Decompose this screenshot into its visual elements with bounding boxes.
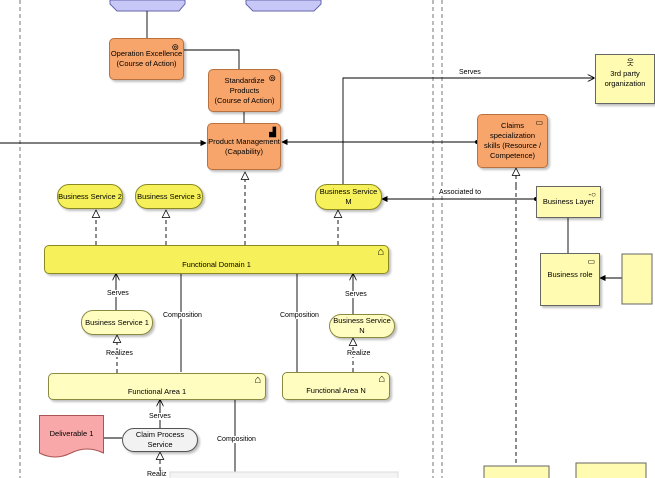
right-edge-box [621,253,653,305]
interface-icon: -○ [588,190,597,199]
edge-label-composition-mid: Composition [279,312,320,319]
node-label: Business role [547,269,593,279]
actor-icon: 웃 [626,58,634,67]
edge-label-realiz: Realiz [146,471,168,478]
lavender-node-left [109,0,186,12]
business-layer-node[interactable]: Business Layer -○ [536,186,601,218]
edge-label-serves-cps: Serves [148,413,172,420]
node-label: Standardize Products (Course of Action) [214,75,275,105]
operation-excellence-node[interactable]: Operation Excellence (Course of Action) … [109,38,184,80]
functional-domain-1-node[interactable]: Functional Domain 1 ⌂ [44,245,389,274]
business-service-3-node[interactable]: Business Service 3 [135,184,203,209]
business-service-n-node[interactable]: Business Service N [329,314,395,338]
node-label: Business Service 3 [137,191,201,201]
edge-label-associated-to: Associated to [438,189,483,196]
third-party-node[interactable]: 3rd party organization 웃 [595,54,655,104]
node-label: Functional Domain 1 [182,259,251,269]
node-label: Product Management (Capability) [208,136,280,156]
bottom-box-left [483,465,550,478]
course-of-action-icon: ⊚ [268,73,276,83]
claim-process-service-node[interactable]: Claim Process Service [122,428,198,452]
node-label: Business Layer [542,197,595,206]
business-role-node[interactable]: Business role ▭ [540,253,600,306]
bottom-box-right [575,462,647,478]
deliverable-1-node[interactable]: Deliverable 1 [39,415,104,459]
business-service-1-node[interactable]: Business Service 1 [81,310,153,335]
standardize-products-node[interactable]: Standardize Products (Course of Action) … [208,69,281,112]
product-management-node[interactable]: Product Management (Capability) ▟ [207,123,281,170]
claims-specialization-node[interactable]: Claims specialization skills (Resource /… [477,114,548,168]
edge-label-serves-bs1: Serves [106,290,130,297]
edge-label-serves-top: Serves [458,69,482,76]
edge-serves-top [342,78,594,184]
deliverable-shape [39,415,104,458]
node-label: Functional Area 1 [127,386,187,396]
business-service-2-node[interactable]: Business Service 2 [57,184,123,209]
course-of-action-icon: ⊚ [171,42,179,52]
edge-label-realizes-bs1: Realizes [105,350,134,357]
node-label: Business Service 1 [85,317,149,327]
lavender-node-right [245,0,322,12]
role-icon: ▭ [587,257,595,266]
lane-dividers [19,0,443,478]
resource-icon: ▭ [535,118,543,127]
node-label: Business Service M [319,187,378,206]
edge-opex-standardize [183,50,240,69]
grouping-icon: ⌂ [378,373,385,385]
functional-area-n-node[interactable]: Functional Area N ⌂ [282,372,390,400]
capability-icon: ▟ [269,127,276,137]
functional-area-1-node[interactable]: Functional Area 1 ⌂ [48,373,266,400]
edge-label-realize-bsn: Realize [346,350,372,357]
node-label: 3rd party organization [604,69,646,88]
node-label: Business Service N [333,316,391,335]
node-label: Claims specialization skills (Resource /… [483,121,542,160]
node-label: Claim Process Service [135,430,185,449]
grouping-icon: ⌂ [254,374,261,386]
business-service-m-node[interactable]: Business Service M [315,184,382,210]
bottom-ghost-bar [169,471,399,478]
node-label: Business Service 2 [58,191,122,201]
node-label: Functional Area N [306,386,366,395]
edge-label-composition-left: Composition [162,312,203,319]
edge-label-composition-bottom: Composition [216,436,257,443]
edge-label-serves-bsn: Serves [344,291,368,298]
node-label: Operation Excellence (Course of Action) [110,49,183,68]
node-label: Deliverable 1 [49,429,94,438]
grouping-icon: ⌂ [377,246,384,258]
